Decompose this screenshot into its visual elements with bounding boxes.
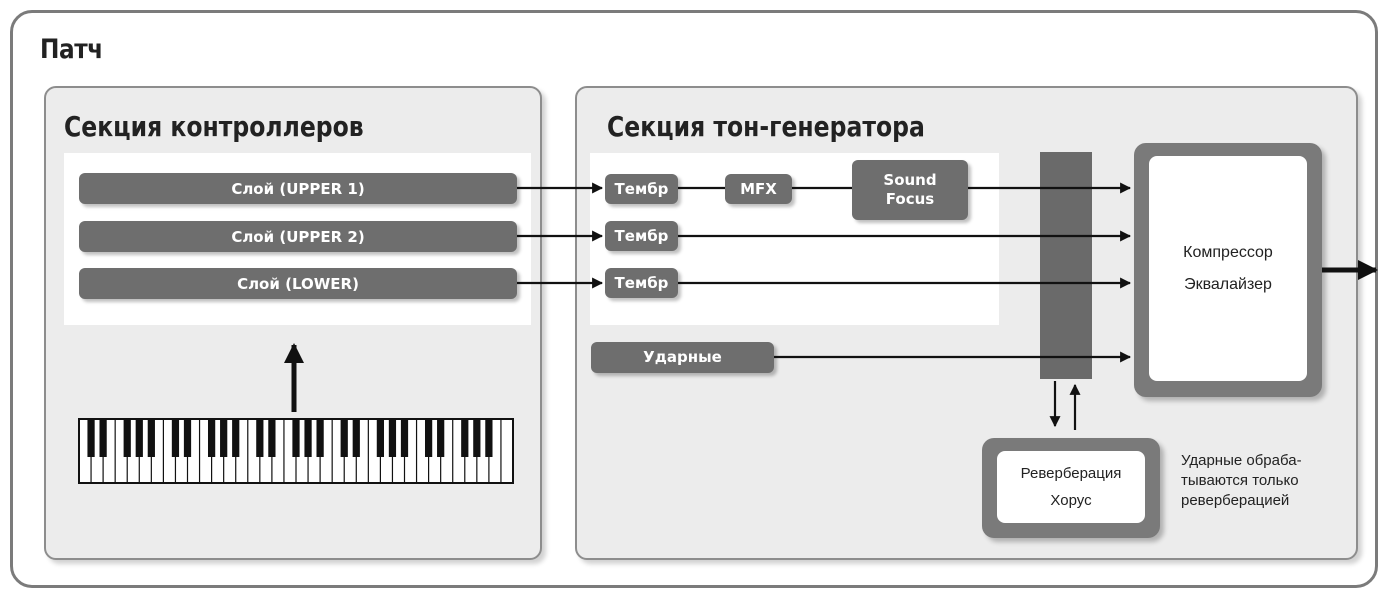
- black-key: [473, 419, 481, 457]
- sound-focus-block: Sound Focus: [852, 160, 968, 220]
- drums-note-line1: Ударные обраба-: [1181, 452, 1302, 469]
- sound-focus-line2: Focus: [885, 190, 935, 208]
- layer-upper2-block: Слой (UPPER 2): [79, 221, 517, 252]
- equalizer-label: Эквалайзер: [1184, 275, 1272, 293]
- tone-block-3: Тембр: [605, 268, 678, 298]
- black-key: [87, 419, 95, 457]
- black-key: [388, 419, 397, 457]
- compressor-eq-panel: Компрессор Эквалайзер: [1149, 156, 1307, 381]
- tone-label: Тембр: [614, 273, 669, 292]
- black-key: [171, 419, 180, 457]
- black-key: [135, 419, 143, 457]
- keyboard-icon: [78, 418, 514, 484]
- black-key: [376, 419, 385, 457]
- black-key: [220, 419, 228, 457]
- black-key: [316, 419, 324, 457]
- drums-note-line3: реверберацией: [1181, 492, 1290, 509]
- layer-lower-label: Слой (LOWER): [237, 274, 359, 293]
- mfx-label: MFX: [740, 179, 777, 198]
- black-key: [292, 419, 300, 457]
- black-key: [304, 419, 312, 457]
- tone-label: Тембр: [614, 226, 669, 245]
- tone-label: Тембр: [614, 179, 669, 198]
- black-key: [183, 419, 192, 457]
- layer-upper2-label: Слой (UPPER 2): [231, 227, 365, 246]
- black-key: [207, 419, 216, 457]
- controller-section-title: Секция контроллеров: [64, 110, 364, 143]
- drums-block: Ударные: [591, 342, 774, 373]
- black-key: [123, 419, 131, 457]
- tone-block-1: Тембр: [605, 174, 678, 204]
- layer-upper1-block: Слой (UPPER 1): [79, 173, 517, 204]
- reverb-label: Реверберация: [1020, 465, 1122, 482]
- black-key: [340, 419, 348, 457]
- tone-generator-section-title: Секция тон-генератора: [607, 110, 925, 143]
- layer-upper1-label: Слой (UPPER 1): [231, 179, 365, 198]
- black-key: [424, 419, 433, 457]
- layer-lower-block: Слой (LOWER): [79, 268, 517, 299]
- reverb-chorus-panel: Реверберация Хорус: [997, 451, 1145, 523]
- drums-label: Ударные: [643, 348, 722, 366]
- black-key: [99, 419, 107, 457]
- drums-note: Ударные обраба- тываются только ревербер…: [1181, 451, 1302, 511]
- black-key: [147, 419, 155, 457]
- black-key: [256, 419, 264, 457]
- chorus-label: Хорус: [1050, 492, 1092, 509]
- patch-title: Патч: [40, 34, 103, 65]
- drums-note-line2: тываются только: [1181, 472, 1299, 489]
- black-key: [232, 419, 240, 457]
- black-key: [437, 419, 445, 457]
- compressor-label: Компрессор: [1183, 243, 1273, 261]
- tone-block-2: Тембр: [605, 221, 678, 251]
- mixer-bar: [1040, 152, 1092, 379]
- black-key: [400, 419, 409, 457]
- sound-focus-line1: Sound: [883, 171, 937, 189]
- black-key: [352, 419, 360, 457]
- black-key: [268, 419, 276, 457]
- black-key: [485, 419, 493, 457]
- mfx-block: MFX: [725, 174, 792, 204]
- black-key: [461, 419, 469, 457]
